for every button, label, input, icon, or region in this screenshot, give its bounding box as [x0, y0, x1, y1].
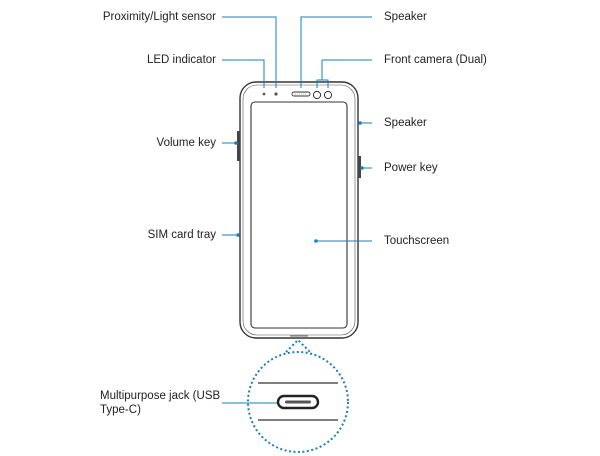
- power-key-shape: [358, 156, 361, 178]
- led-indicator-dot: [262, 92, 266, 96]
- label-front-camera: Front camera (Dual): [384, 54, 487, 66]
- label-led-indicator: LED indicator: [146, 54, 216, 66]
- label-multipurpose-jack-line1: Multipurpose jack (USB: [100, 390, 221, 402]
- phone-inner-rim: [242, 84, 356, 336]
- label-proximity-light-sensor: Proximity/Light sensor: [102, 11, 216, 23]
- label-speaker-top: Speaker: [384, 11, 427, 23]
- label-sim-card-tray: SIM card tray: [147, 229, 216, 241]
- volume-key-shape: [237, 131, 240, 161]
- label-power-key: Power key: [384, 162, 438, 174]
- label-multipurpose-jack: Multipurpose jack (USB Type-C): [100, 389, 220, 417]
- label-volume-key: Volume key: [156, 137, 216, 149]
- proximity-sensor-dot: [274, 92, 278, 96]
- leader-lines: [222, 16, 372, 404]
- zoom-callout: [247, 338, 349, 453]
- touchscreen-area: [250, 101, 348, 329]
- zoom-circle: [247, 351, 349, 453]
- label-touchscreen: Touchscreen: [384, 235, 450, 247]
- label-multipurpose-jack-line2: Type-C): [100, 404, 141, 416]
- leader-dots: [234, 121, 364, 243]
- label-speaker-side: Speaker: [384, 117, 427, 129]
- front-camera-right: [323, 90, 333, 100]
- earpiece-speaker: [291, 91, 311, 97]
- front-camera-left: [312, 90, 322, 100]
